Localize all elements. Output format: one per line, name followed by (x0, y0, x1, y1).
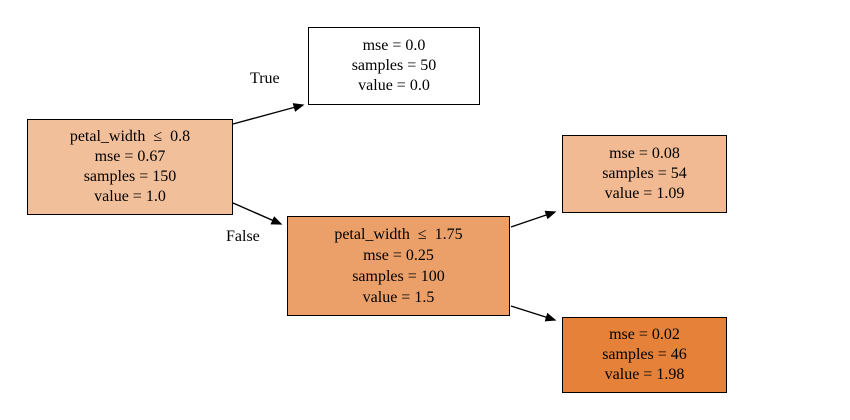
node-value: value = 1.09 (604, 185, 685, 202)
edge-false-node-to-upper-leaf (510, 210, 557, 228)
tree-node-root: petal_width ≤ 0.8 mse = 0.67 samples = 1… (27, 119, 233, 215)
node-mse: mse = 0.0 (362, 37, 426, 54)
edge-false-node-to-lower-leaf (510, 305, 557, 322)
node-samples: samples = 50 (351, 57, 437, 74)
node-value: value = 1.0 (94, 188, 166, 205)
node-samples: samples = 150 (83, 168, 177, 185)
node-value: value = 0.0 (358, 77, 430, 94)
node-value: value = 1.5 (362, 289, 435, 306)
node-samples: samples = 46 (602, 346, 687, 363)
edge-root-to-true-leaf (232, 103, 305, 125)
node-samples: samples = 54 (602, 165, 687, 182)
edge-label-true: True (250, 70, 280, 87)
node-mse: mse = 0.02 (609, 326, 680, 343)
tree-node-false-true-leaf: mse = 0.08 samples = 54 value = 1.09 (562, 135, 727, 213)
edge-label-false: False (226, 228, 260, 245)
node-samples: samples = 100 (352, 268, 445, 285)
node-condition: petal_width ≤ 1.75 (334, 226, 463, 243)
node-value: value = 1.98 (604, 366, 685, 383)
tree-node-false-branch: petal_width ≤ 1.75 mse = 0.25 samples = … (287, 216, 510, 316)
node-mse: mse = 0.67 (94, 148, 166, 165)
tree-node-true-leaf: mse = 0.0 samples = 50 value = 0.0 (308, 27, 480, 105)
node-condition: petal_width ≤ 0.8 (69, 128, 191, 145)
tree-node-false-false-leaf: mse = 0.02 samples = 46 value = 1.98 (562, 317, 727, 393)
node-mse: mse = 0.08 (609, 145, 680, 162)
edge-root-to-false-node (232, 202, 283, 225)
node-mse: mse = 0.25 (363, 247, 434, 264)
